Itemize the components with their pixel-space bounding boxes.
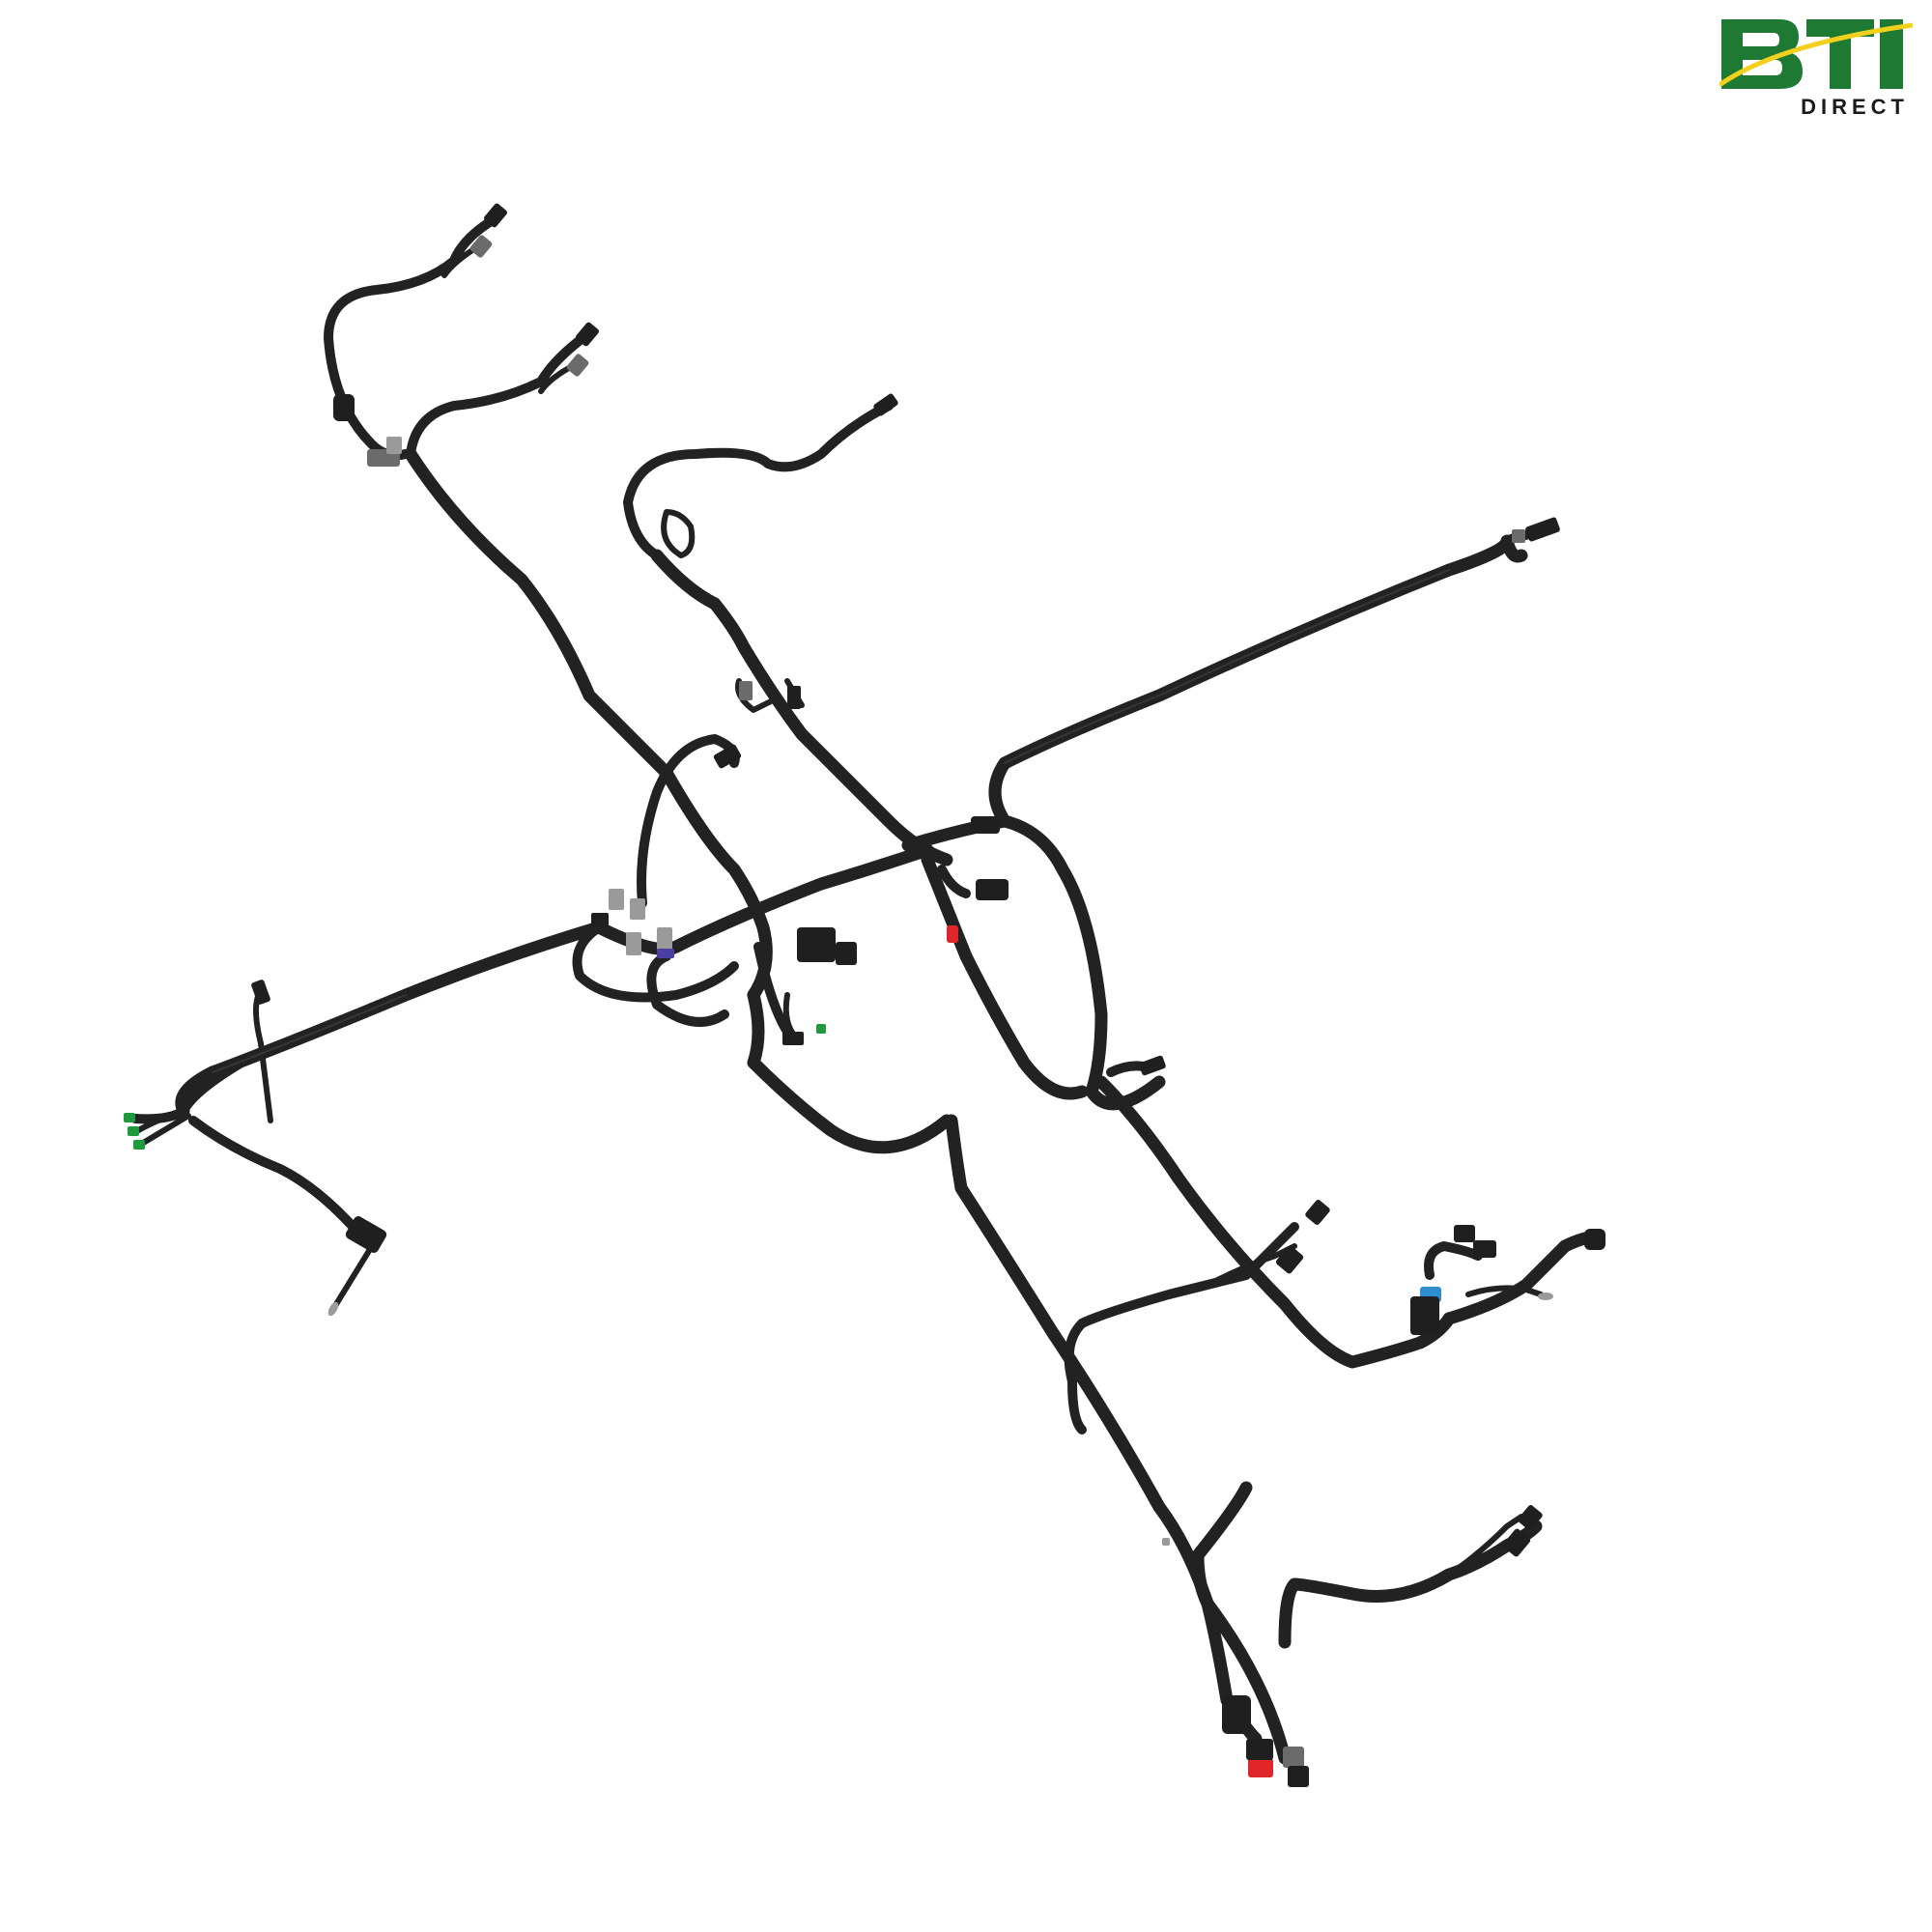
connector-blue-housing (1410, 1296, 1439, 1335)
connector-center-side (836, 942, 857, 965)
connector-green-2 (128, 1126, 139, 1136)
connector-grommet-right (1584, 1229, 1605, 1250)
connector-green-small (816, 1024, 826, 1034)
connector-clip-2 (386, 437, 402, 454)
connector-mid-right (1139, 1055, 1166, 1076)
connector-bottom-right-1 (1518, 1505, 1543, 1530)
connector-green-3 (133, 1140, 145, 1150)
clip-bottom (1162, 1538, 1170, 1546)
connector-top-4 (566, 354, 589, 377)
connector-grey-bottom-body (1288, 1766, 1309, 1787)
relay-1 (609, 889, 624, 910)
relay-2 (630, 898, 645, 920)
relay-4 (657, 927, 672, 951)
connector-bottom-right-2 (1502, 1528, 1531, 1557)
connector-center-large (797, 927, 836, 962)
connector-upper-middle (873, 393, 898, 416)
relay-purple-base (657, 949, 674, 958)
connector-bottom-housing (1222, 1695, 1251, 1734)
ring-terminal-left (327, 1301, 339, 1317)
connector-loop (713, 744, 742, 769)
connector-cluster-1 (1454, 1225, 1475, 1242)
connector-left-hook (251, 980, 270, 1005)
connector-red-small (947, 925, 958, 943)
harness-cables (130, 213, 1605, 1765)
connector-left-large (345, 1216, 387, 1253)
connector-mid-clip-1 (739, 681, 753, 700)
brand-logo: DIRECT (1719, 17, 1913, 124)
connector-hub (971, 816, 1000, 834)
connector-top-1 (484, 203, 507, 228)
connector-green-1 (124, 1113, 135, 1122)
connector-grey-bottom (1283, 1747, 1304, 1768)
connector-top-2 (469, 235, 493, 258)
logo-subtext: DIRECT (1801, 95, 1909, 119)
connector-center-right (976, 879, 1009, 900)
connector-grommet (333, 394, 355, 421)
connector-red-bottom-body (1246, 1739, 1273, 1760)
connector-lower-1 (1305, 1200, 1330, 1225)
harness-connectors (124, 203, 1605, 1787)
connector-top-3 (576, 322, 599, 347)
connector-mid-clip-2 (787, 686, 801, 709)
connector-cluster-2 (1473, 1240, 1496, 1258)
connector-top-right (1525, 517, 1560, 542)
connector-lower-2 (1275, 1245, 1304, 1274)
connector-top-right-collar (1512, 529, 1525, 543)
ring-terminal-right (1538, 1293, 1553, 1300)
connector-below-junction (782, 1032, 804, 1045)
connector-red-bottom (1248, 1758, 1273, 1777)
bti-logo-icon (1719, 19, 1913, 89)
relay-3 (626, 932, 641, 955)
junction-block (591, 913, 609, 926)
